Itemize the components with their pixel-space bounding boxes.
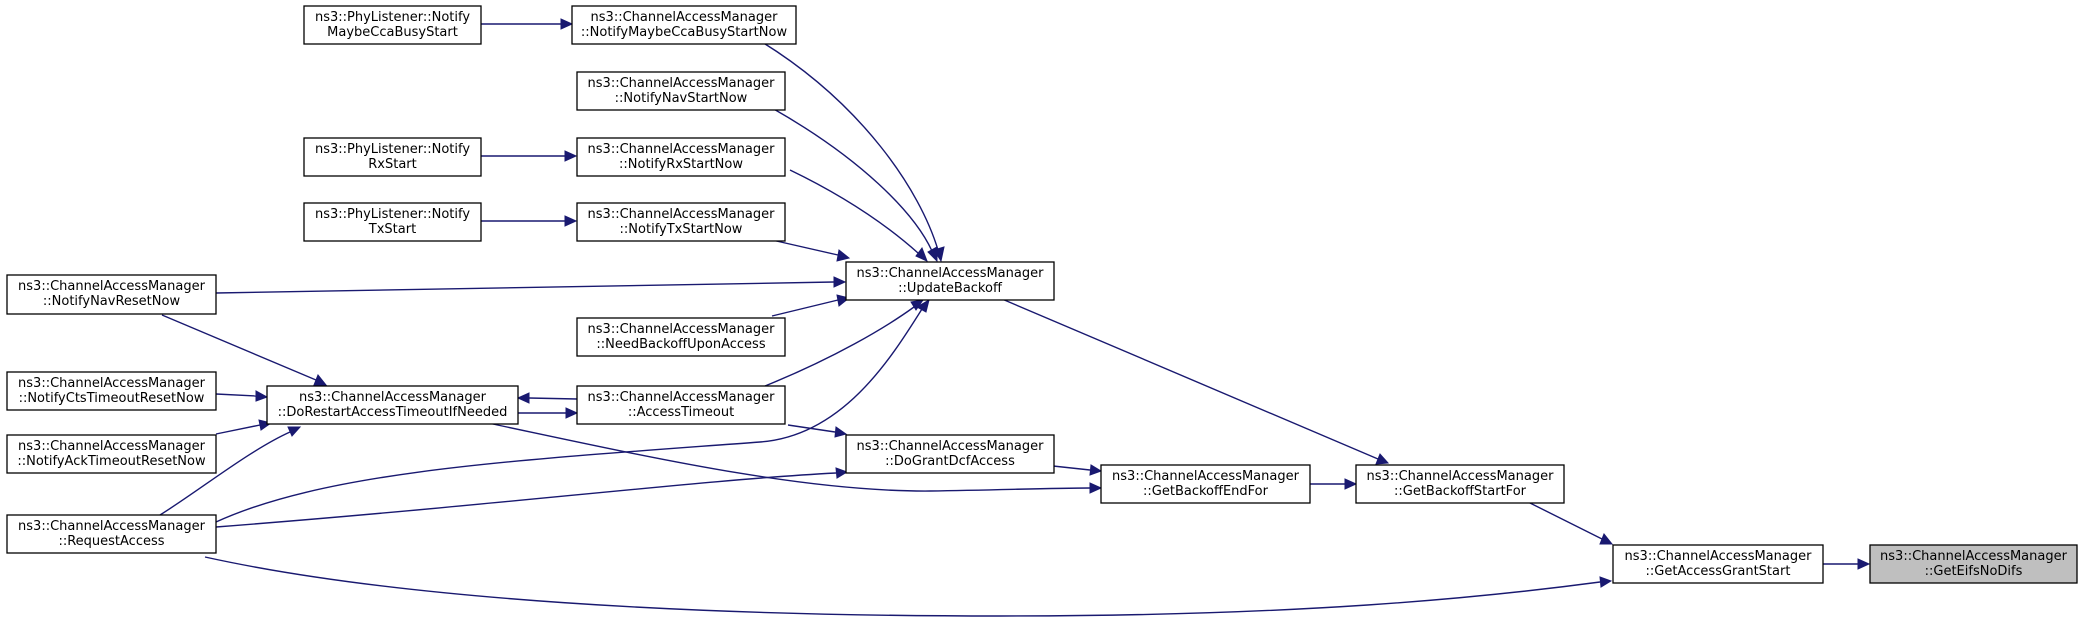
node-label-line2: ::GetEifsNoDifs [1925,564,2023,579]
node-notifymaybeccabusystartnow[interactable]: ns3::ChannelAccessManager ::NotifyMaybeC… [571,5,797,45]
edge-request-to-grantstart [204,556,1613,617]
edge-phyrx-to-cmrx [481,150,578,162]
edge-cmmaybe-to-update [761,41,945,263]
node-label-line2: ::NotifyNavStartNow [615,91,748,106]
node-label-line1: ns3::ChannelAccessManager [18,439,206,454]
node-label-line1: ns3::ChannelAccessManager [588,207,776,222]
node-notifynavstartnow[interactable]: ns3::ChannelAccessManager ::NotifyNavSta… [576,71,786,111]
node-label-line1: ns3::ChannelAccessManager [299,390,487,405]
node-label-line1: ns3::ChannelAccessManager [18,519,206,534]
node-notifytxstartnow[interactable]: ns3::ChannelAccessManager ::NotifyTxStar… [576,202,786,242]
node-label-line2: ::NotifyMaybeCcaBusyStartNow [581,25,788,40]
node-accesstimeout[interactable]: ns3::ChannelAccessManager ::AccessTimeou… [576,385,786,425]
edge-cmrx-to-update [789,169,928,262]
edge-cmtx-to-update [771,239,851,262]
node-label-line2: ::DoRestartAccessTimeoutIfNeeded [278,405,508,420]
edge-navreset-to-update [215,276,847,294]
edge-dogrant-to-backoffend [1052,464,1103,476]
node-label-line2: TxStart [368,222,416,237]
node-label-line2: ::NotifyNavResetNow [43,294,181,309]
node-label-line2: MaybeCcaBusyStart [327,25,458,40]
node-updatebackoff[interactable]: ns3::ChannelAccessManager ::UpdateBackof… [845,261,1055,301]
edge-backoffstart-to-grantstart [1527,501,1614,545]
node-label-line1: ns3::ChannelAccessManager [18,376,206,391]
node-phylistener-notify-maybeccabusystart[interactable]: ns3::PhyListener::Notify MaybeCcaBusySta… [303,5,482,45]
node-label-line1: ns3::ChannelAccessManager [588,76,776,91]
node-label-line1: ns3::ChannelAccessManager [588,322,776,337]
node-getbackoffendfor[interactable]: ns3::ChannelAccessManager ::GetBackoffEn… [1100,464,1311,504]
edge-navstart-to-update [771,107,938,263]
node-getbackoffstartfor[interactable]: ns3::ChannelAccessManager ::GetBackoffSt… [1355,464,1565,504]
edge-restart-to-backoffend [487,422,1103,494]
node-label-line2: ::DoGrantDcfAccess [885,454,1015,469]
node-dorestartaccesstimeoutifneeded[interactable]: ns3::ChannelAccessManager ::DoRestartAcc… [266,385,519,425]
edge-request-to-update [215,298,930,523]
node-phylistener-notify-txstart[interactable]: ns3::PhyListener::Notify TxStart [303,202,482,242]
node-label-line1: ns3::ChannelAccessManager [18,279,206,294]
node-label-line1: ns3::PhyListener::Notify [315,207,470,222]
node-label-line2: ::GetAccessGrantStart [1646,564,1791,579]
edge-accesstimeout-to-dogrant [787,424,848,438]
node-label-line1: ns3::ChannelAccessManager [591,10,779,25]
node-label-line2: ::UpdateBackoff [898,281,1003,296]
node-needbackoffuponaccess[interactable]: ns3::ChannelAccessManager ::NeedBackoffU… [576,317,786,357]
edge-phytx-to-cmtx [481,215,578,227]
node-notifyctstimeoutresetnow[interactable]: ns3::ChannelAccessManager ::NotifyCtsTim… [6,371,217,411]
node-label-line1: ns3::PhyListener::Notify [315,142,470,157]
node-label-line1: ns3::ChannelAccessManager [1112,469,1300,484]
node-label-line1: ns3::ChannelAccessManager [1367,469,1555,484]
node-label-line2: ::AccessTimeout [628,405,734,420]
edge-ctsreset-to-restart [215,390,269,402]
node-phylistener-notify-rxstart[interactable]: ns3::PhyListener::Notify RxStart [303,137,482,177]
node-label-line1: ns3::ChannelAccessManager [588,142,776,157]
node-label-line2: ::NotifyRxStartNow [619,157,743,172]
node-label-line2: ::RequestAccess [58,534,164,549]
node-label-line2: ::GetBackoffEndFor [1143,484,1269,499]
node-label-line2: ::GetBackoffStartFor [1394,484,1527,499]
node-label-line2: RxStart [368,157,416,172]
edge-backoffend-to-backoffstart [1310,478,1358,490]
node-notifyrxstartnow[interactable]: ns3::ChannelAccessManager ::NotifyRxStar… [576,137,786,177]
edge-ackreset-to-restart [215,419,273,435]
edge-restart-to-accesstimeout [518,407,579,419]
node-geteifsnodifs[interactable]: ns3::ChannelAccessManager ::GetEifsNoDif… [1869,544,2078,584]
node-requestaccess[interactable]: ns3::ChannelAccessManager ::RequestAcces… [6,514,217,554]
edge-accesstimeout-to-restart [516,392,578,404]
node-notifynavresetnow[interactable]: ns3::ChannelAccessManager ::NotifyNavRes… [6,274,217,315]
edge-request-to-restart [159,426,302,516]
edge-update-to-backoffstart [1001,298,1390,465]
node-label-line1: ns3::ChannelAccessManager [1625,549,1813,564]
edge-maybe-to-cmmaybe [481,18,574,30]
node-label-line1: ns3::ChannelAccessManager [1880,549,2068,564]
edge-grantstart-to-eifs [1823,558,1871,570]
node-label-line1: ns3::ChannelAccessManager [857,439,1045,454]
node-label-line2: ::NotifyCtsTimeoutResetNow [19,391,205,406]
node-label-line2: ::NotifyAckTimeoutResetNow [17,454,206,469]
node-getaccessgrantstart[interactable]: ns3::ChannelAccessManager ::GetAccessGra… [1612,544,1824,584]
node-notifyacktimeoutresetnow[interactable]: ns3::ChannelAccessManager ::NotifyAckTim… [6,434,217,474]
node-dograntdcfaccess[interactable]: ns3::ChannelAccessManager ::DoGrantDcfAc… [845,434,1055,474]
node-label-line2: ::NotifyTxStartNow [620,222,743,237]
edge-navreset-to-restart [161,314,328,386]
edge-request-to-dogrant [215,467,849,528]
node-label-line2: ::NeedBackoffUponAccess [596,337,765,352]
node-label-line1: ns3::ChannelAccessManager [857,266,1045,281]
node-label-line1: ns3::ChannelAccessManager [588,390,776,405]
node-label-line1: ns3::PhyListener::Notify [315,10,470,25]
edge-needbackoff-to-update [771,294,851,317]
